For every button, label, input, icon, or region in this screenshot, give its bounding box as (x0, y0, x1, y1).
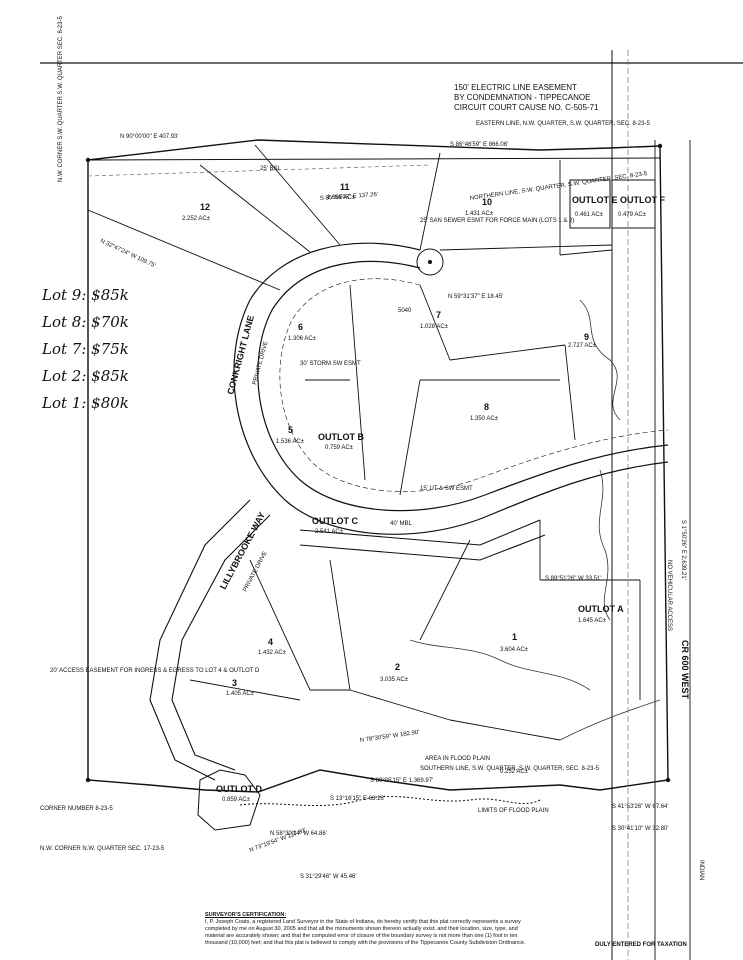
svg-text:2.541 AC±: 2.541 AC± (315, 529, 344, 535)
bearing-misc: S 13°16'15" E 63.16' (330, 796, 385, 802)
svg-text:150' ELECTRIC LINE EASEMENT: 150' ELECTRIC LINE EASEMENT (454, 83, 577, 92)
bearing-curve: S 1°50'26" E 2,639.21' (680, 520, 686, 580)
svg-text:8: 8 (484, 402, 489, 412)
lot-lines (87, 144, 641, 741)
ut-esmt-label: 15' UT & SW ESMT (420, 486, 473, 492)
svg-text:Lot 2: $85k: Lot 2: $85k (41, 367, 129, 385)
conkright-lane-road (233, 242, 669, 535)
property-boundary (87, 139, 669, 793)
flood-area-label: AREA IN FLOOD PLAIN (425, 756, 490, 762)
svg-text:OUTLOT E: OUTLOT E (572, 195, 618, 205)
bearing-bottom2: S 89°05'15" E 1,369.97' (370, 778, 433, 784)
corner-number-label: CORNER NUMBER 8-23-5 (40, 806, 113, 812)
svg-text:OUTLOT A: OUTLOT A (578, 604, 624, 614)
taxation-stamp: DULY ENTERED FOR TAXATION (595, 942, 687, 948)
southern-line-label: SOUTHERN LINE, S.W. QUARTER, S.W. QUARTE… (420, 766, 599, 772)
svg-text:OUTLOT C: OUTLOT C (312, 516, 358, 526)
svg-text:OUTLOT F: OUTLOT F (620, 195, 665, 205)
svg-text:OUTLOT D: OUTLOT D (216, 784, 262, 794)
svg-text:Lot 7: $75k: Lot 7: $75k (41, 340, 129, 358)
indian-label: INDIAN (698, 860, 704, 880)
svg-text:2: 2 (395, 662, 400, 672)
svg-text:1.536 AC±: 1.536 AC± (276, 439, 305, 445)
eastern-line-label: EASTERN LINE, N.W. QUARTER, S.W. QUARTER… (476, 121, 650, 127)
bearing-bottom1: N 78°30'59" W 182.90' (359, 730, 419, 744)
bsl-label: 25' BSL (260, 166, 281, 172)
lillybrooke-way-road (149, 499, 546, 781)
surveyor-certification: SURVEYOR'S CERTIFICATION: I, P. Joseph C… (205, 912, 535, 947)
svg-text:3.604 AC±: 3.604 AC± (500, 647, 529, 653)
nw-corner-bottom: N.W. CORNER N.W. QUARTER SEC. 17-23-5 (40, 846, 165, 852)
bearing-center-b: N 59°31'37" E 18.45' (448, 294, 503, 300)
svg-text:2.727 AC±: 2.727 AC± (568, 343, 597, 349)
bearing-right2: S 30°41'10" W 32.80' (612, 826, 669, 832)
creek-lines (409, 299, 661, 741)
svg-text:Lot 8: $70k: Lot 8: $70k (41, 313, 129, 331)
svg-text:11: 11 (340, 182, 350, 192)
bearing-bottom3: N 58°30'14" W 64.86' (270, 831, 327, 837)
outlot-labels: OUTLOT B 0.759 AC± OUTLOT C 2.541 AC± OU… (216, 195, 665, 803)
svg-text:1.645 AC±: 1.645 AC± (578, 618, 607, 624)
mbl-label: 40' MBL (390, 521, 412, 527)
svg-text:0.479 AC±: 0.479 AC± (618, 212, 647, 218)
flood-plain-limit (239, 795, 541, 807)
svg-text:7: 7 (436, 310, 441, 320)
flood-acres: 0.252 AC± (500, 769, 529, 775)
street-lillybrooke-way: LILLYBROOKE WAY (218, 510, 267, 591)
svg-text:1.685 AC±: 1.685 AC± (327, 195, 356, 201)
svg-text:1.350 AC±: 1.350 AC± (470, 416, 499, 422)
nw-corner-top: N.W. CORNER S.W. QUARTER S.W. QUARTER SE… (58, 16, 64, 182)
svg-text:12: 12 (200, 202, 210, 212)
street-lillybrooke-sub: PRIVATE DRIVE (242, 551, 268, 593)
svg-text:10: 10 (482, 197, 492, 207)
bearing-flood: S 89°51'26" W 33.51' (545, 576, 602, 582)
svg-text:0.759 AC±: 0.759 AC± (325, 445, 354, 451)
bearing-lot11: S 85°54'02" E 137.26' (320, 192, 378, 202)
svg-text:CIRCUIT COURT CAUSE NO. C-505-: CIRCUIT COURT CAUSE NO. C-505-71 (454, 103, 599, 112)
access-easement: 20' ACCESS EASEMENT FOR INGRESS & EGRESS… (50, 668, 260, 674)
bearing-top2: S 86°46'59" E 866.06' (450, 142, 508, 148)
svg-text:3: 3 (232, 678, 237, 688)
sanitary-label: 25' SAN SEWER ESMT FOR FORCE MAIN (LOTS … (420, 218, 574, 224)
handwritten-prices: Lot 9: $85k Lot 8: $70k Lot 7: $75k Lot … (41, 286, 129, 412)
svg-text:1: 1 (512, 632, 517, 642)
svg-text:1.405 AC±: 1.405 AC± (226, 691, 255, 697)
certification-text: I, P. Joseph Coats, a registered Land Su… (205, 919, 526, 946)
bearing-top: N 90°00'00" E 407.93' (120, 134, 179, 140)
svg-text:1.028 AC±: 1.028 AC± (420, 324, 449, 330)
corner-markers (85, 143, 671, 783)
lot-labels: 11 1.685 AC± 12 2.252 AC± 10 1.431 AC± 6… (182, 182, 597, 697)
svg-text:9: 9 (584, 332, 589, 342)
svg-text:3.035 AC±: 3.035 AC± (380, 677, 409, 683)
svg-text:OUTLOT B: OUTLOT B (318, 432, 364, 442)
street-cr600-sub: NO VEHICULAR ACCESS (666, 560, 672, 631)
svg-text:1.431 AC±: 1.431 AC± (465, 211, 494, 217)
svg-text:5: 5 (288, 425, 293, 435)
svg-text:0.461 AC±: 0.461 AC± (575, 212, 604, 218)
lot-number-label: 5040 (398, 308, 412, 314)
svg-text:2.252 AC±: 2.252 AC± (182, 216, 211, 222)
svg-text:1.432 AC±: 1.432 AC± (258, 650, 287, 656)
bearing-left: N 32°47'24" W 109.75' (99, 238, 156, 269)
svg-text:Lot 9: $85k: Lot 9: $85k (41, 286, 129, 304)
svg-text:Lot 1: $80k: Lot 1: $80k (41, 394, 129, 412)
easement-note: 150' ELECTRIC LINE EASEMENT BY CONDEMNAT… (454, 83, 599, 112)
storm-esmt-label: 30' STORM SW ESMT (300, 361, 361, 367)
svg-text:4: 4 (268, 637, 273, 647)
bearing-right1: S 41°53'26" W 67.64' (612, 804, 669, 810)
flood-limits-label: LIMITS OF FLOOD PLAIN (478, 808, 549, 814)
svg-text:1.306 AC±: 1.306 AC± (288, 336, 317, 342)
street-cr600: CR 600 WEST (680, 640, 690, 700)
svg-text:BY CONDEMNATION - TIPPECANOE: BY CONDEMNATION - TIPPECANOE (454, 93, 590, 102)
certification-title: SURVEYOR'S CERTIFICATION: (205, 912, 287, 918)
outlot-d-boundary (197, 769, 261, 831)
street-conkright-sub: PRIVATE DRIVE (252, 341, 269, 386)
svg-text:6: 6 (298, 322, 303, 332)
bearing-bottom4: S 31°29'46" W 45.46' (300, 874, 357, 880)
svg-text:0.859 AC±: 0.859 AC± (222, 797, 251, 803)
